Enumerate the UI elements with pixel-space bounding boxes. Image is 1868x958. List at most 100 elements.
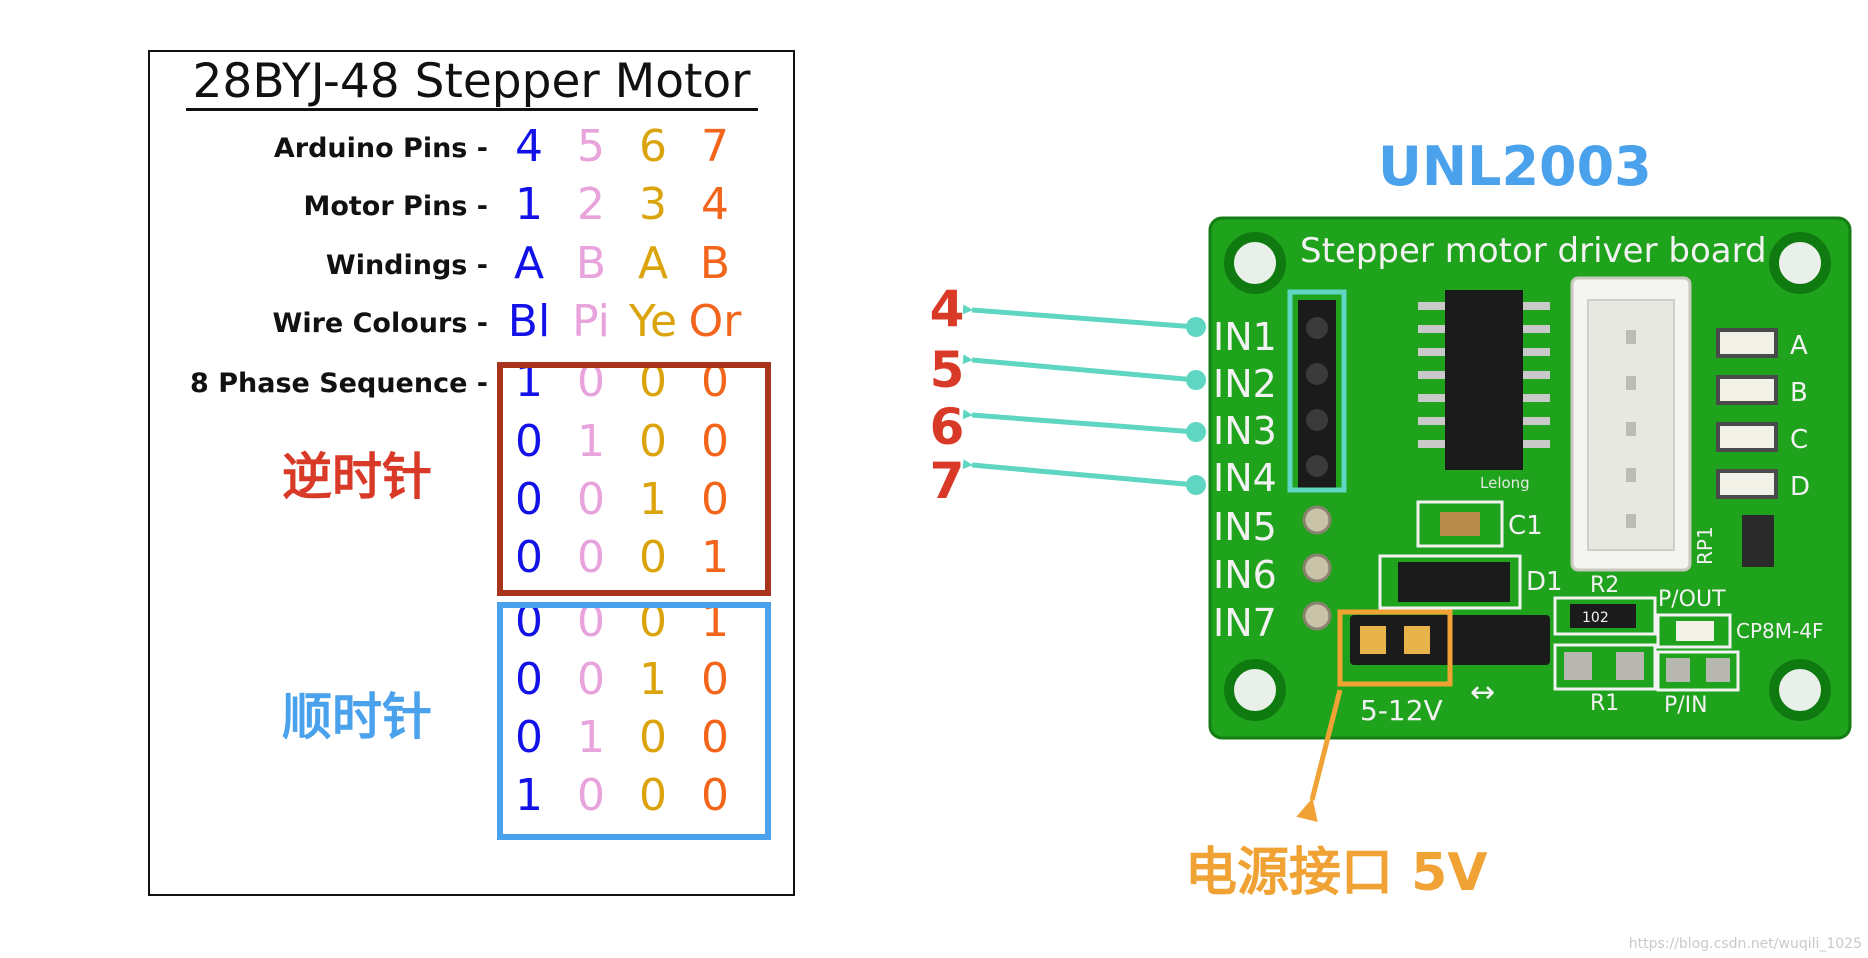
clockwise-label: 顺时针 <box>282 688 432 746</box>
c1-capacitor <box>1440 512 1480 536</box>
table-cell: 1 <box>515 770 543 821</box>
table-cell: 0 <box>701 474 729 525</box>
resistor-code: 102 <box>1582 610 1609 626</box>
counterclockwise-label: 逆时针 <box>282 448 432 506</box>
dot-in2 <box>1186 370 1206 390</box>
table-cell: 3 <box>639 179 667 230</box>
brand-label: Lelong <box>1480 474 1530 492</box>
table-cell: 7 <box>701 121 729 172</box>
table-cell: 1 <box>701 532 729 583</box>
dot-in4 <box>1186 475 1206 495</box>
row-label: Arduino Pins - <box>273 133 488 164</box>
table-cell: 0 <box>577 770 605 821</box>
arrow-in3 <box>962 409 1197 435</box>
r2-label: R2 <box>1590 573 1619 598</box>
table-cell: Bl <box>507 296 551 347</box>
table-cell: 0 <box>701 770 729 821</box>
arrow-in4 <box>962 459 1197 488</box>
r2-resistor <box>1570 604 1636 628</box>
power-arrow <box>1296 689 1343 823</box>
table-cell: 2 <box>577 179 605 230</box>
r1-pad-right <box>1616 652 1644 680</box>
d1-label: D1 <box>1526 567 1563 597</box>
in2-label: IN2 <box>1213 362 1277 406</box>
table-cell: 6 <box>639 121 667 172</box>
led-c-label: C <box>1790 425 1808 455</box>
in7-label: IN7 <box>1213 601 1277 645</box>
table-cell: A <box>637 238 669 289</box>
table-cell: 0 <box>515 474 543 525</box>
pout-label: P/OUT <box>1658 587 1726 612</box>
r1-pad-left <box>1564 652 1592 680</box>
voltage-label: 5-12V <box>1360 694 1443 727</box>
arrow-in1 <box>962 304 1197 330</box>
uln2003-chip: Lelong <box>1418 290 1550 492</box>
mount-hole-tl <box>1224 232 1286 294</box>
pin-pad-left <box>1666 658 1690 682</box>
table-cell: Pi <box>572 296 610 347</box>
mount-hole-tr <box>1769 232 1831 294</box>
row-label: 8 Phase Sequence - <box>190 368 488 399</box>
table-cell: 4 <box>515 121 543 172</box>
board-title: UNL2003 <box>1378 135 1652 198</box>
arrow-in2 <box>962 354 1197 383</box>
table-cell: 0 <box>515 712 543 763</box>
pin-number-4: 4 <box>929 280 965 338</box>
table-cell: 0 <box>515 532 543 583</box>
table-title: 28BYJ-48 Stepper Motor <box>192 54 751 109</box>
table-cell: B <box>575 238 607 289</box>
title-underline <box>186 108 758 111</box>
rp1-label: RP1 <box>1693 526 1717 565</box>
table-cell: 0 <box>639 532 667 583</box>
table-cell: 1 <box>577 416 605 467</box>
table-cell: 0 <box>701 416 729 467</box>
power-interface-label: 电源接口 5V <box>1185 843 1488 903</box>
pin-label: P/IN <box>1664 693 1708 718</box>
mount-hole-bl <box>1224 659 1286 721</box>
table-cell: 0 <box>577 654 605 705</box>
table-cell: 4 <box>701 179 729 230</box>
table-cell: 0 <box>701 712 729 763</box>
table-cell: Or <box>688 296 742 347</box>
table-cell: 1 <box>515 179 543 230</box>
r1-label: R1 <box>1590 691 1619 716</box>
table-cell: 1 <box>639 474 667 525</box>
table-cell: 0 <box>701 654 729 705</box>
motor-connector <box>1570 276 1692 572</box>
d1-diode <box>1398 562 1510 602</box>
led-a-label: A <box>1790 331 1808 361</box>
power-jumper-highlight <box>1337 609 1453 687</box>
silkscreen-title: Stepper motor driver board <box>1300 231 1767 271</box>
module-label: CP8M-4F <box>1736 619 1823 643</box>
in5-label: IN5 <box>1213 505 1277 549</box>
jumper-arrow-glyph: ↔ <box>1470 675 1495 710</box>
dot-in3 <box>1186 422 1206 442</box>
ccw-sequence-box <box>497 362 771 596</box>
led-d-label: D <box>1790 472 1810 502</box>
table-cell: 0 <box>515 416 543 467</box>
c1-label: C1 <box>1508 511 1543 541</box>
table-cell: Ye <box>628 296 678 347</box>
in3-label: IN3 <box>1213 409 1277 453</box>
led-b-label: B <box>1790 378 1808 408</box>
table-cell: A <box>513 238 545 289</box>
watermark: https://blog.csdn.net/wuqili_1025 <box>1628 936 1862 952</box>
stepper-table-card: 28BYJ-48 Stepper Motor <box>148 50 795 896</box>
rp1-resistor <box>1742 515 1774 567</box>
table-cell: 1 <box>577 712 605 763</box>
table-cell: 0 <box>639 712 667 763</box>
table-cell: 5 <box>577 121 605 172</box>
mount-hole-br <box>1769 659 1831 721</box>
row-label: Motor Pins - <box>303 191 488 222</box>
pin-pad-right <box>1706 658 1730 682</box>
cw-sequence-box <box>497 602 771 840</box>
row-label: Windings - <box>325 250 488 281</box>
pin-number-5: 5 <box>929 341 965 399</box>
in4-label: IN4 <box>1213 456 1277 500</box>
table-cell: 0 <box>639 770 667 821</box>
table-cell: 1 <box>639 654 667 705</box>
table-cell: B <box>699 238 731 289</box>
table-cell: 0 <box>515 654 543 705</box>
table-cell: 0 <box>639 416 667 467</box>
